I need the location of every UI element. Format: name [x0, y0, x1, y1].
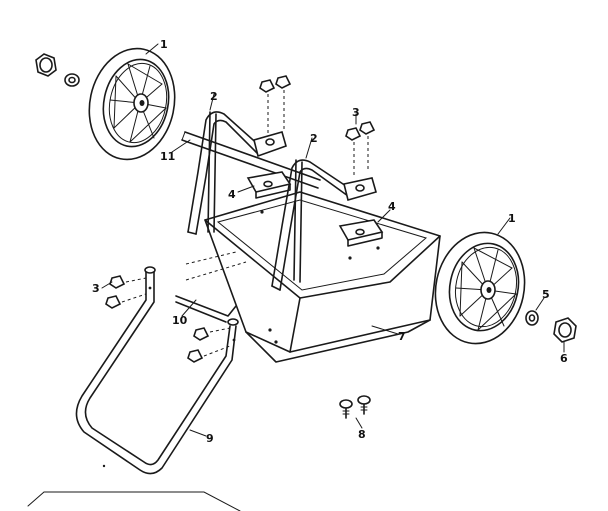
callout-handle-right: 2: [310, 132, 318, 145]
handle-left: [187, 111, 287, 235]
callout-brace: 10: [172, 314, 188, 327]
bracket-left: [246, 171, 292, 199]
callout-screws: 8: [358, 428, 366, 441]
ground-lines: [27, 464, 241, 511]
callout-axle: 11: [160, 150, 175, 163]
callout-wheel-left: 1: [160, 38, 168, 51]
callout-cap-nut-right: 6: [560, 352, 568, 365]
cap-nut-right: [553, 317, 577, 343]
callout-bracket-left: 4: [228, 188, 236, 201]
bracket-right: [338, 219, 384, 247]
callout-wheel-right: 1: [508, 212, 516, 225]
callout-leg: 9: [206, 432, 214, 445]
wheel-left: [88, 47, 176, 161]
cap-nut-left: [35, 53, 80, 87]
nuts-top: [259, 75, 376, 178]
callout-hopper: 7: [398, 330, 406, 343]
callout-nut-left: 3: [92, 282, 100, 295]
leg-frame: [75, 266, 239, 475]
callout-nut-top: 3: [352, 106, 360, 119]
screws: [339, 395, 371, 419]
handle-right: [271, 159, 377, 291]
callout-washer: 5: [542, 288, 550, 301]
callout-bracket-right: 4: [388, 200, 396, 213]
wheel-right: [434, 231, 526, 345]
washer-right: [525, 310, 539, 326]
leader-lines: [101, 43, 565, 437]
callout-handle-left: 2: [210, 90, 218, 103]
nuts-left: [105, 275, 231, 363]
